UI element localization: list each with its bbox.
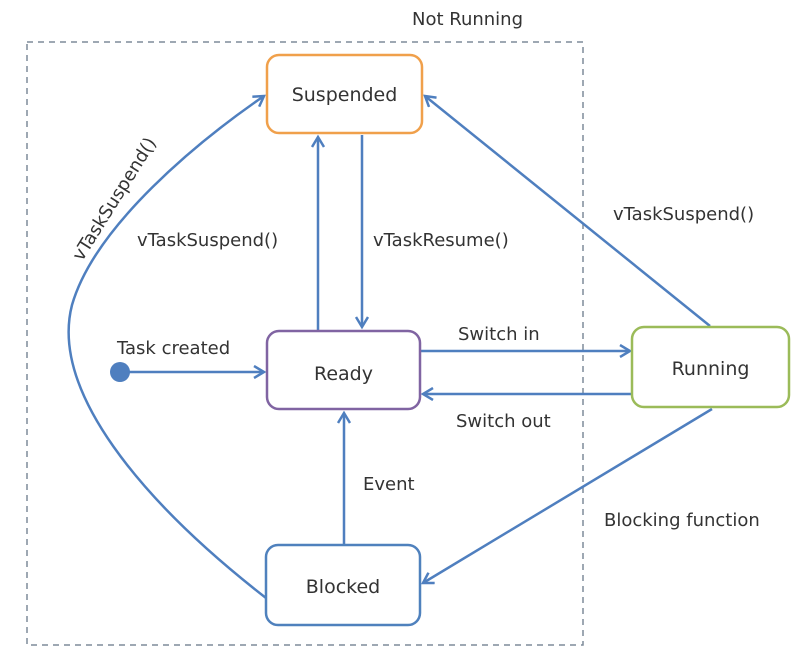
- label-task-created: Task created: [116, 338, 230, 359]
- label-event: Event: [363, 474, 415, 495]
- initial-state-dot: [110, 362, 130, 382]
- state-ready-label: Ready: [314, 363, 373, 385]
- label-suspended-to-ready: vTaskResume(): [373, 230, 509, 251]
- arrow-running-to-suspended: [425, 96, 711, 327]
- state-blocked[interactable]: Blocked: [264, 543, 422, 627]
- state-suspended-label: Suspended: [292, 84, 398, 106]
- state-running-label: Running: [672, 358, 750, 380]
- arrow-running-to-blocked: [423, 407, 713, 583]
- state-ready[interactable]: Ready: [265, 329, 422, 411]
- label-ready-to-suspended: vTaskSuspend(): [137, 230, 278, 251]
- label-switch-out: Switch out: [456, 411, 551, 432]
- state-suspended[interactable]: Suspended: [265, 53, 424, 135]
- arrow-blocked-to-suspended: [67, 96, 267, 599]
- label-running-to-suspended: vTaskSuspend(): [613, 204, 754, 225]
- state-running[interactable]: Running: [630, 325, 791, 409]
- not-running-group: [26, 41, 584, 646]
- state-blocked-label: Blocked: [306, 576, 380, 598]
- label-blocking-function: Blocking function: [604, 510, 760, 531]
- not-running-label: Not Running: [412, 9, 523, 30]
- label-switch-in: Switch in: [458, 324, 540, 345]
